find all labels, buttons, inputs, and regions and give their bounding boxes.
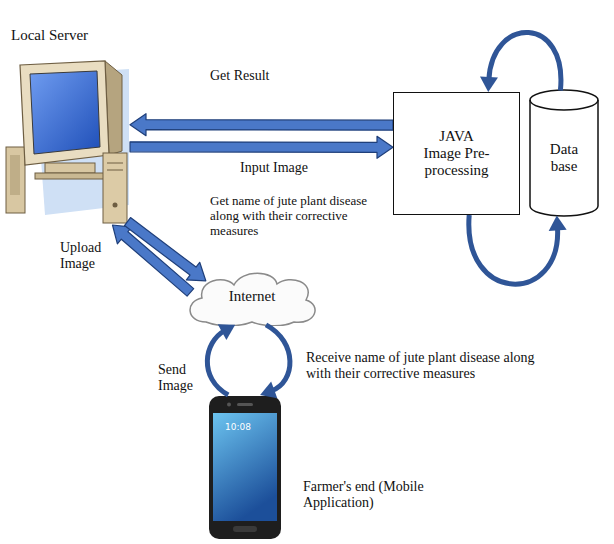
- node-text: JAVA Image Pre-processing: [420, 128, 494, 180]
- edge-label: Get name of jute plant disease along wit…: [210, 194, 398, 239]
- phone-node: Farmer's end (Mobile Application): [203, 395, 287, 540]
- edge-label: Input Image: [240, 160, 308, 176]
- arrow-head: [549, 215, 567, 230]
- connector-arrow: [125, 218, 206, 281]
- connector-arrow: [130, 136, 393, 158]
- edge-label: Send Image: [158, 362, 204, 394]
- process-box: JAVA Image Pre-processing: [393, 92, 520, 215]
- node-text: Internet: [229, 288, 276, 305]
- thick-arrow: [130, 114, 393, 136]
- database-node: Data base: [528, 88, 600, 218]
- curved-arrow: [207, 331, 228, 395]
- cloud-node: Internet: [182, 268, 322, 326]
- arrow-head: [480, 77, 498, 92]
- connector-arrow: [207, 324, 235, 395]
- edge-label: Get Result: [210, 68, 270, 84]
- mobile-phone: [203, 395, 287, 540]
- edge-label: Upload Image: [60, 240, 116, 272]
- connector-arrow: [260, 325, 290, 399]
- thick-arrow: [125, 218, 206, 281]
- edge-label: Receive name of jute plant disease along…: [306, 350, 556, 382]
- node-text: Local Server: [11, 27, 88, 44]
- curved-arrow: [489, 33, 561, 91]
- computer-icon: [5, 55, 130, 225]
- curved-arrow: [266, 325, 290, 391]
- arrow-head: [260, 381, 277, 398]
- phone-clock: 10:08: [225, 422, 251, 432]
- arrow-head: [218, 324, 235, 340]
- connector-arrow: [130, 114, 393, 136]
- connector-arrow: [480, 33, 561, 92]
- thick-arrow: [130, 136, 393, 158]
- curved-arrow: [469, 215, 558, 284]
- connector-arrow: [469, 215, 567, 284]
- server-node: Local Server: [5, 55, 130, 225]
- node-text: Farmer's end (Mobile Application): [303, 479, 443, 511]
- node-text: Data base: [538, 131, 590, 176]
